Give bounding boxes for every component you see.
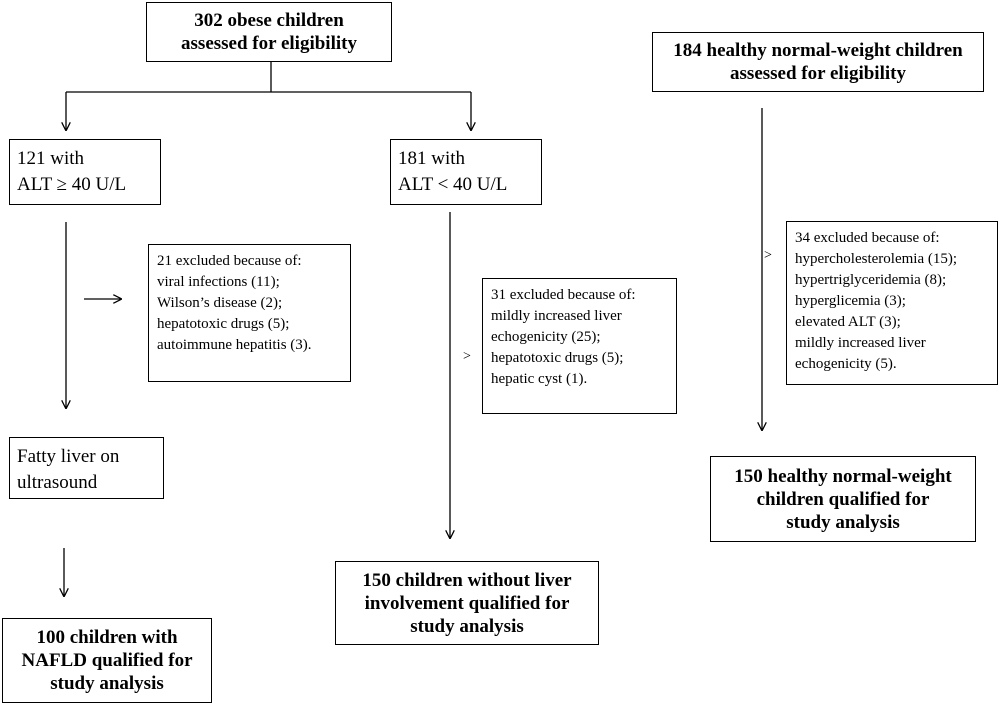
- node-excluded-21: 21 excluded because of: viral infections…: [148, 244, 351, 382]
- node-text: study analysis: [50, 673, 164, 694]
- node-excluded-31: 31 excluded because of: mildly increased…: [482, 278, 677, 414]
- node-text: study analysis: [786, 511, 900, 533]
- node-healthy-qualified: 150 healthy normal-weight children quali…: [710, 456, 976, 542]
- node-fatty-liver: Fatty liver on ultrasound: [9, 437, 164, 499]
- node-text: mildly increased liver: [491, 308, 622, 324]
- node-no-liver: 150 children without liver involvement q…: [335, 561, 599, 645]
- node-text: ultrasound: [17, 472, 98, 493]
- node-text: study analysis: [410, 615, 524, 637]
- node-text: 31 excluded because of:: [491, 287, 636, 303]
- node-alt-high: 121 with ALT ≥ 40 U/L: [9, 139, 161, 205]
- node-text: hepatotoxic drugs (5);: [491, 350, 624, 366]
- node-text: 21 excluded because of:: [157, 253, 302, 269]
- node-text: echogenicity (25);: [491, 329, 601, 345]
- node-text: elevated ALT (3);: [795, 314, 901, 330]
- node-obese-assessed: 302 obese children assessed for eligibil…: [146, 2, 392, 62]
- node-text: viral infections (11);: [157, 274, 280, 290]
- node-text: assessed for eligibility: [181, 33, 357, 54]
- node-text: ALT < 40 U/L: [398, 174, 508, 195]
- node-text: involvement qualified for: [364, 592, 570, 614]
- node-text: hyperglicemia (3);: [795, 293, 906, 309]
- node-text: 100 children with: [36, 627, 178, 648]
- node-text: ALT ≥ 40 U/L: [17, 174, 127, 195]
- node-text: Wilson’s disease (2);: [157, 295, 283, 311]
- node-text: mildly increased liver: [795, 335, 926, 351]
- node-text: Fatty liver on: [17, 446, 120, 467]
- node-text: hypercholesterolemia (15);: [795, 251, 958, 267]
- node-alt-low: 181 with ALT < 40 U/L: [390, 139, 542, 205]
- arrow-to-excluded-31: >: [463, 349, 471, 364]
- node-text: 34 excluded because of:: [795, 230, 940, 246]
- node-healthy-assessed: 184 healthy normal-weight children asses…: [652, 32, 984, 92]
- node-text: autoimmune hepatitis (3).: [157, 337, 312, 353]
- node-text: 150 healthy normal-weight: [734, 465, 952, 487]
- arrow-to-excluded-34: >: [764, 248, 772, 263]
- node-text: children qualified for: [756, 488, 930, 510]
- node-text: NAFLD qualified for: [21, 650, 193, 671]
- node-text: 184 healthy normal-weight children: [673, 40, 963, 61]
- node-text: 181 with: [398, 148, 466, 169]
- node-nafld: 100 children with NAFLD qualified for st…: [2, 618, 212, 703]
- node-text: 302 obese children: [194, 10, 344, 31]
- node-text: 121 with: [17, 148, 85, 169]
- node-text: hepatic cyst (1).: [491, 371, 588, 387]
- node-text: echogenicity (5).: [795, 356, 897, 372]
- node-text: assessed for eligibility: [730, 63, 906, 84]
- node-text: hypertriglyceridemia (8);: [795, 272, 947, 288]
- node-text: hepatotoxic drugs (5);: [157, 316, 290, 332]
- node-excluded-34: 34 excluded because of: hypercholesterol…: [786, 221, 998, 385]
- node-text: 150 children without liver: [362, 569, 572, 591]
